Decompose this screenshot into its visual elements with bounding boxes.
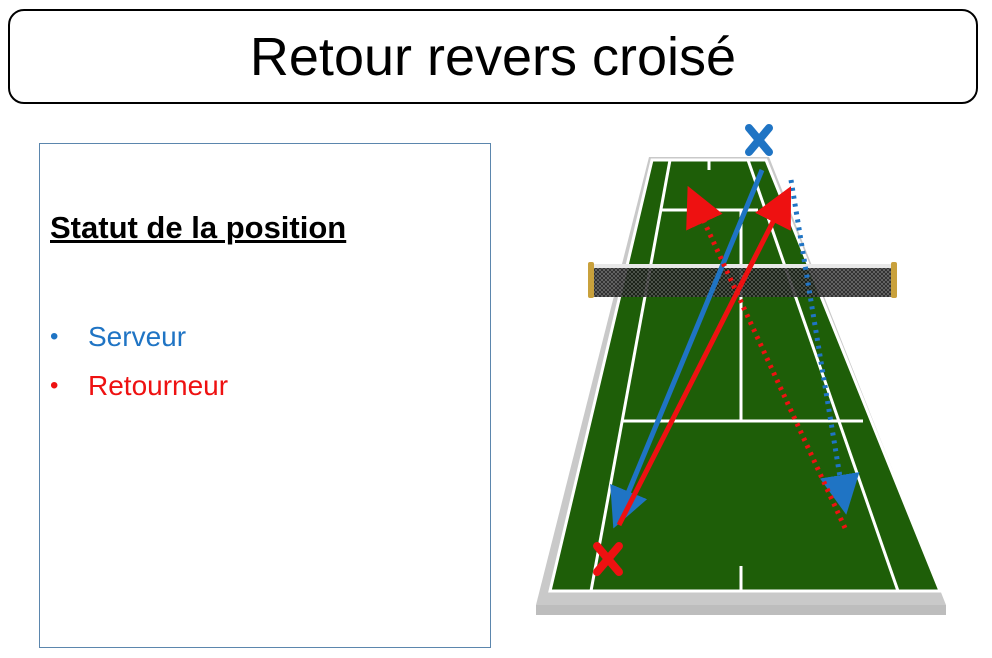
info-panel: Statut de la position • Serveur • Retour… [39, 143, 491, 648]
legend-item-serveur: • Serveur [50, 320, 228, 369]
server-dotted-arrow [788, 179, 860, 515]
legend-list: • Serveur • Retourneur [50, 320, 228, 418]
legend-item-retourneur: • Retourneur [50, 369, 228, 418]
bullet-icon: • [50, 323, 59, 350]
server-position-icon [745, 124, 773, 156]
legend-label-retourneur: Retourneur [88, 370, 229, 401]
court-surface [550, 160, 940, 591]
court-lines [548, 158, 943, 593]
slide-title: Retour revers croisé [8, 9, 978, 104]
tennis-net [588, 262, 897, 298]
bullet-icon: • [50, 372, 59, 399]
returner-dotted-arrow [686, 185, 848, 530]
tennis-court-diagram [536, 124, 946, 615]
returner-solid-arrow [616, 186, 792, 527]
returner-position-icon [593, 542, 623, 576]
panel-heading: Statut de la position [50, 210, 347, 245]
court-base-edge [536, 605, 946, 615]
legend-label-serveur: Serveur [88, 321, 187, 352]
server-solid-arrow [610, 169, 765, 529]
